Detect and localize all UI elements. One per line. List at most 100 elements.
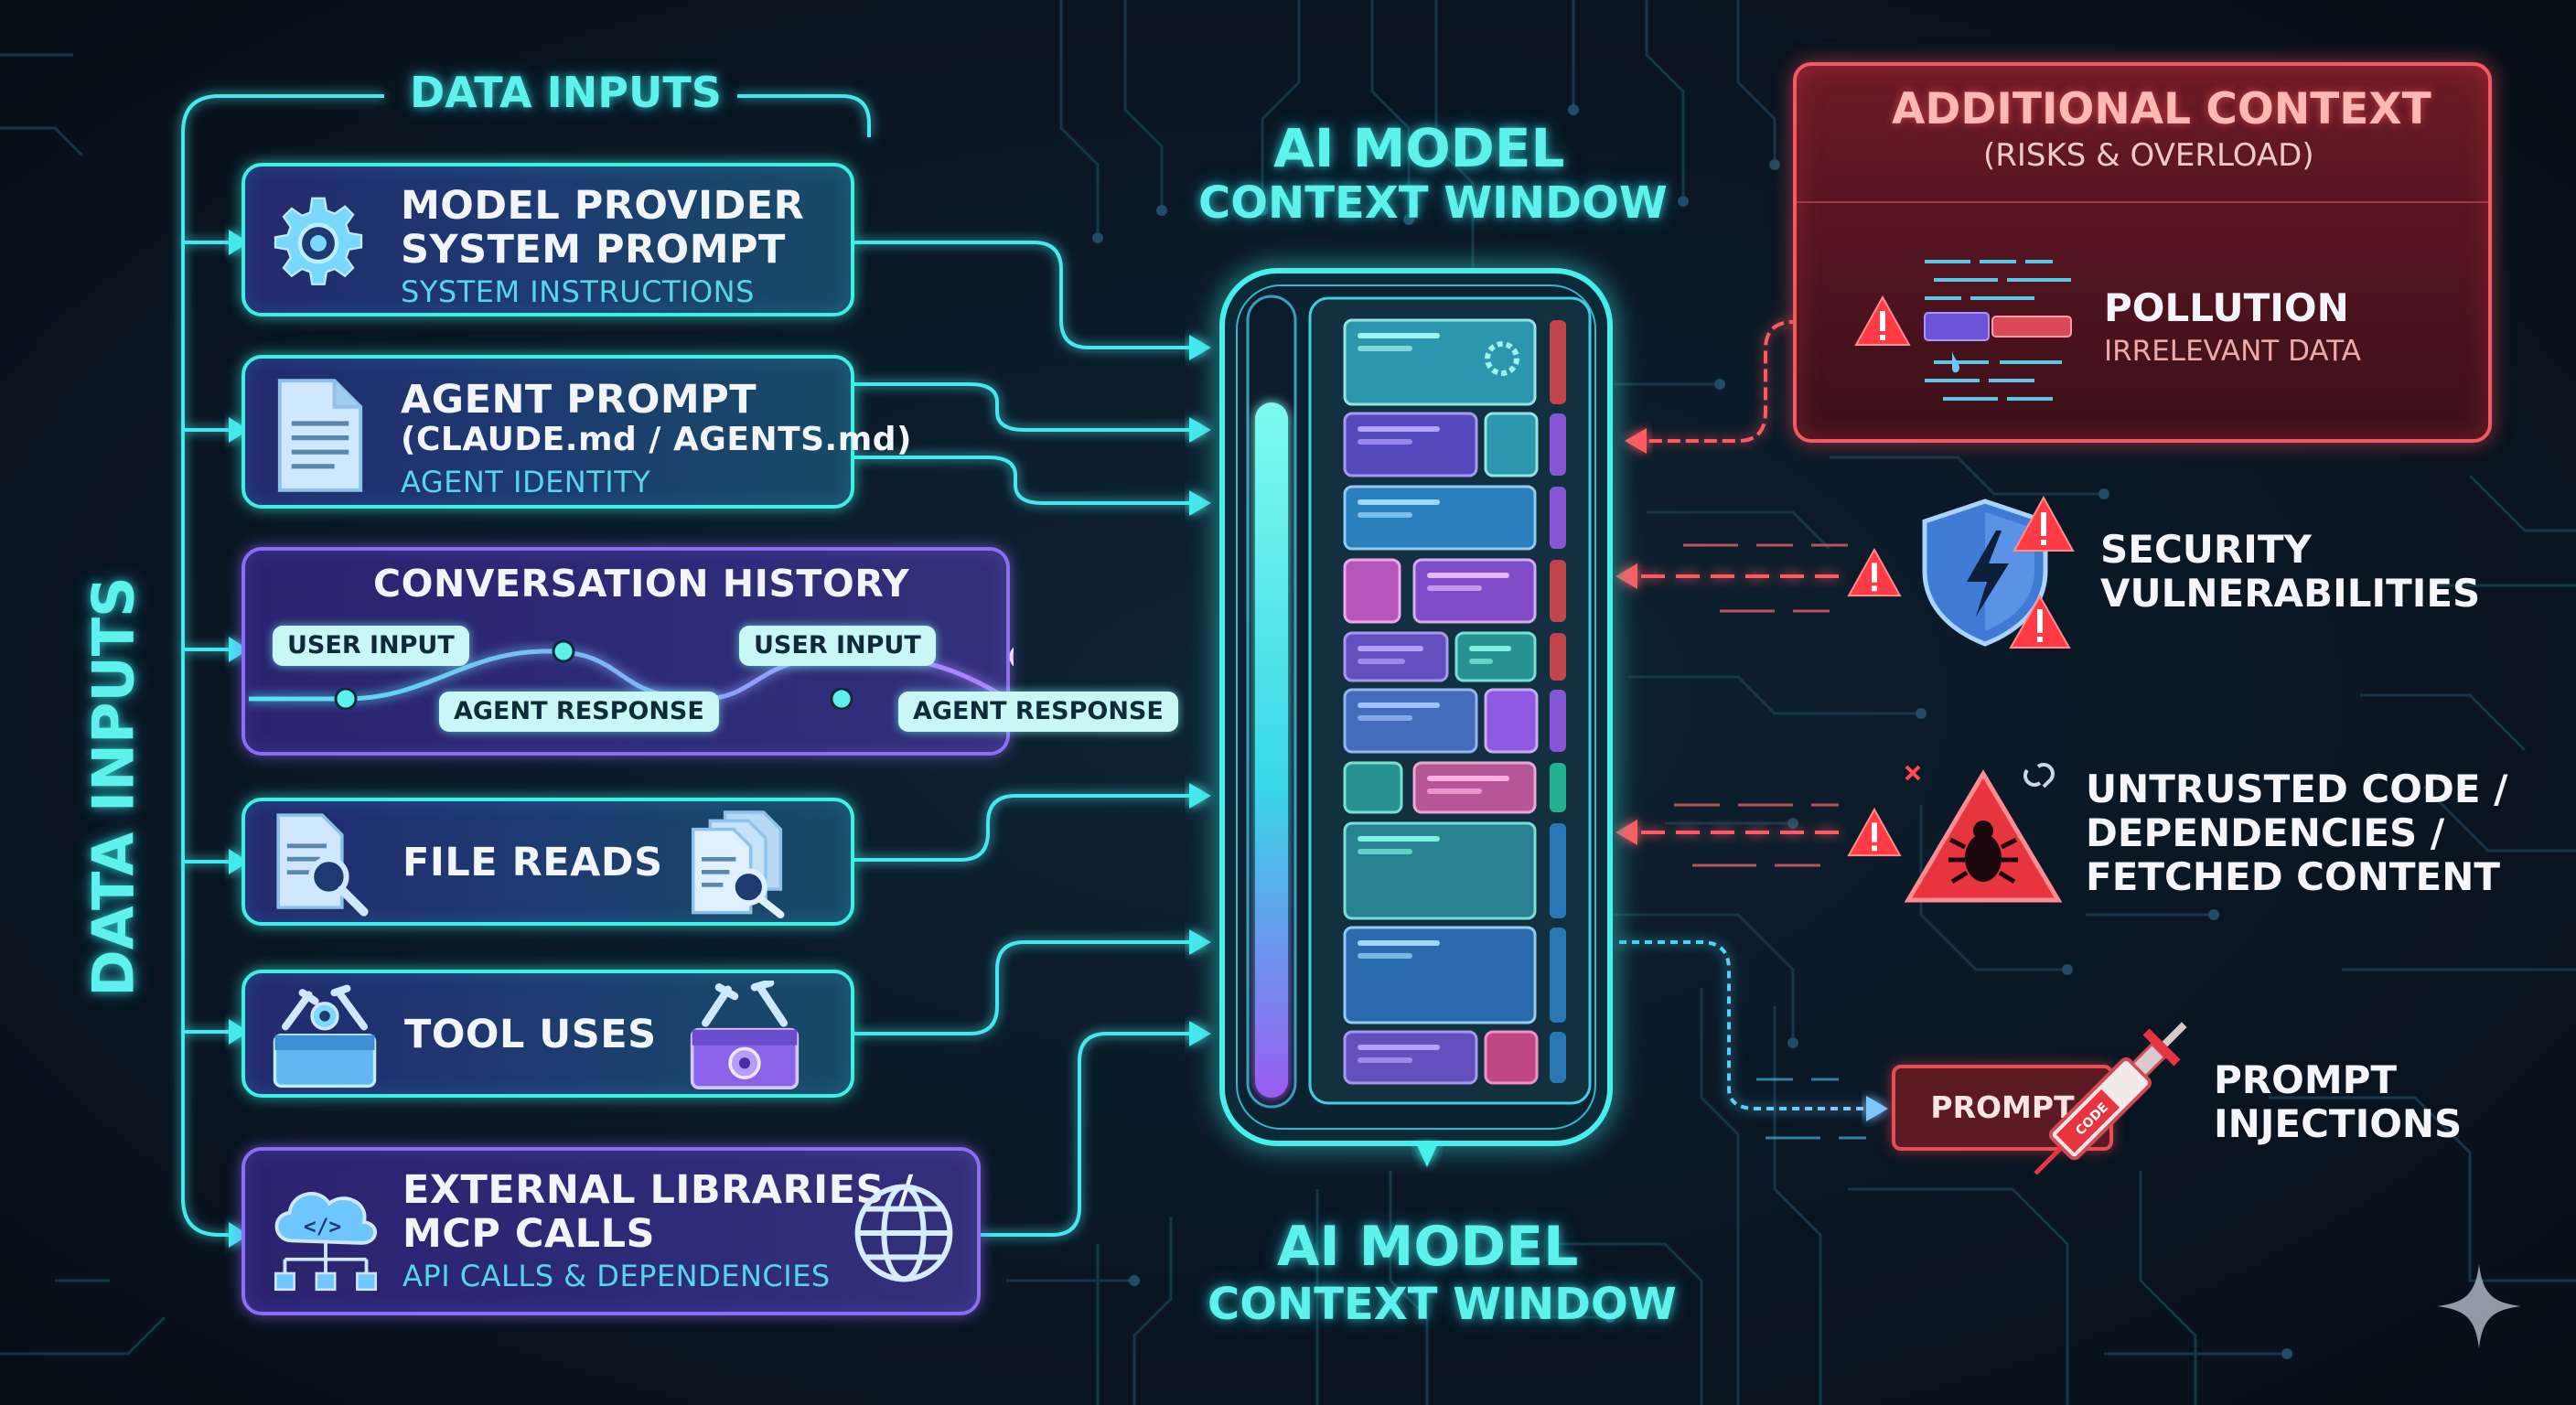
context-block bbox=[1343, 926, 1537, 1024]
context-block bbox=[1412, 761, 1537, 814]
svg-text:</>: </> bbox=[304, 1216, 341, 1239]
card-subtitle: AGENT IDENTITY bbox=[401, 465, 651, 499]
input-card-system-prompt: MODEL PROVIDER SYSTEM PROMPT SYSTEM INST… bbox=[242, 163, 854, 316]
untrusted-title-line2: DEPENDENCIES / bbox=[2086, 810, 2445, 855]
context-side-bar bbox=[1550, 633, 1566, 681]
context-window-title-top-line2: CONTEXT WINDOW bbox=[1198, 177, 1668, 229]
context-side-bar bbox=[1550, 487, 1566, 549]
context-window-title-bottom-line1: AI MODEL bbox=[1277, 1215, 1579, 1279]
additional-context-subtitle: (RISKS & OVERLOAD) bbox=[1983, 137, 2314, 174]
context-block-line bbox=[1358, 659, 1405, 664]
context-block-line bbox=[1358, 940, 1440, 946]
context-block bbox=[1484, 1030, 1539, 1085]
card-title-line2: (CLAUDE.md / AGENTS.md) bbox=[401, 421, 912, 458]
context-block-line bbox=[1427, 573, 1509, 578]
pill-agent-response: AGENT RESPONSE bbox=[439, 692, 719, 732]
data-inputs-label: DATA INPUTS bbox=[410, 68, 722, 117]
card-title: TOOL USES bbox=[404, 1012, 657, 1057]
additional-context-title: ADDITIONAL CONTEXT bbox=[1892, 84, 2431, 134]
toolbox-icon bbox=[681, 979, 809, 1096]
card-title-line2: SYSTEM PROMPT bbox=[401, 227, 786, 273]
context-block bbox=[1454, 631, 1537, 682]
card-title-line2: MCP CALLS bbox=[402, 1211, 655, 1257]
context-block-line bbox=[1427, 788, 1482, 794]
card-subtitle: SYSTEM INSTRUCTIONS bbox=[401, 274, 755, 309]
file-search-icon bbox=[271, 809, 371, 922]
card-title: CONVERSATION HISTORY bbox=[373, 562, 910, 606]
context-block-line bbox=[1427, 776, 1509, 781]
sparkle-icon bbox=[2433, 1260, 2525, 1356]
pill-user-input: USER INPUT bbox=[739, 626, 936, 666]
context-window-title-bottom-line2: CONTEXT WINDOW bbox=[1208, 1279, 1677, 1330]
additional-context-panel: ADDITIONAL CONTEXT (RISKS & OVERLOAD) bbox=[1793, 62, 2492, 443]
context-block-line bbox=[1358, 849, 1412, 854]
bug-warning-icon bbox=[1901, 763, 2066, 913]
context-block-line bbox=[1358, 1045, 1440, 1050]
input-card-tool-uses: TOOL USES bbox=[242, 970, 854, 1098]
card-subtitle: API CALLS & DEPENDENCIES bbox=[402, 1259, 831, 1293]
card-title-line1: EXTERNAL LIBRARIES / bbox=[402, 1167, 914, 1213]
security-title-line2: VULNERABILITIES bbox=[2100, 571, 2481, 616]
pill-agent-response: AGENT RESPONSE bbox=[898, 692, 1178, 732]
context-window-device bbox=[1219, 268, 1613, 1146]
security-title-line1: SECURITY bbox=[2100, 527, 2312, 572]
warning-icon bbox=[1853, 295, 1912, 351]
context-side-bar bbox=[1550, 1032, 1566, 1083]
context-block-line bbox=[1358, 953, 1412, 959]
context-block-line bbox=[1469, 659, 1493, 664]
context-block-line bbox=[1358, 702, 1440, 708]
context-block bbox=[1484, 688, 1539, 754]
context-window-title-top-line1: AI MODEL bbox=[1273, 117, 1565, 179]
context-side-bar bbox=[1550, 928, 1566, 1023]
context-block-line bbox=[1358, 499, 1440, 505]
input-card-file-reads: FILE READS bbox=[242, 798, 854, 926]
pollution-title: POLLUTION bbox=[2104, 285, 2349, 330]
card-title: FILE READS bbox=[402, 840, 663, 885]
context-block-line bbox=[1469, 646, 1511, 651]
context-block-line bbox=[1358, 333, 1440, 338]
context-block-line bbox=[1358, 715, 1412, 721]
context-side-bar bbox=[1550, 690, 1566, 752]
card-title-line1: AGENT PROMPT bbox=[401, 377, 757, 423]
input-card-agent-prompt: AGENT PROMPT (CLAUDE.md / AGENTS.md) AGE… bbox=[242, 355, 911, 509]
context-block bbox=[1343, 558, 1401, 624]
context-block-line bbox=[1358, 512, 1412, 518]
context-side-bar bbox=[1550, 413, 1566, 476]
pill-user-input: USER INPUT bbox=[273, 626, 469, 666]
warning-icon bbox=[1846, 547, 1903, 602]
context-block-line bbox=[1358, 836, 1440, 842]
document-icon bbox=[273, 375, 368, 499]
context-block bbox=[1343, 761, 1403, 814]
file-search-icon bbox=[682, 807, 810, 924]
toolbox-icon bbox=[265, 984, 384, 1094]
context-block-line bbox=[1358, 646, 1423, 651]
untrusted-title-line1: UNTRUSTED CODE / bbox=[2086, 767, 2508, 811]
context-block bbox=[1343, 631, 1449, 682]
syringe-icon: CODE bbox=[2003, 986, 2223, 1209]
context-block bbox=[1343, 821, 1537, 920]
data-inputs-vertical-label: DATA INPUTS bbox=[80, 576, 147, 997]
globe-icon bbox=[849, 1178, 959, 1292]
polluted-data-icon bbox=[1916, 249, 2080, 417]
input-card-external-libraries: </> EXTERNAL LIBRARIES / MCP CALLS API C… bbox=[242, 1147, 981, 1315]
context-block bbox=[1484, 412, 1539, 477]
injection-title-line2: INJECTIONS bbox=[2214, 1101, 2463, 1146]
context-block-line bbox=[1358, 426, 1440, 432]
pollution-subtitle: IRRELEVANT DATA bbox=[2104, 335, 2361, 368]
shield-lightning-icon bbox=[1912, 494, 2077, 653]
injection-title-line1: PROMPT bbox=[2214, 1057, 2398, 1102]
untrusted-title-line3: FETCHED CONTENT bbox=[2086, 854, 2500, 899]
cloud-network-icon: </> bbox=[262, 1171, 390, 1303]
divider bbox=[1797, 201, 2488, 203]
card-title-line1: MODEL PROVIDER bbox=[401, 183, 805, 229]
warning-icon bbox=[1846, 807, 1903, 862]
context-side-bar bbox=[1550, 763, 1566, 812]
context-block-line bbox=[1358, 439, 1412, 445]
input-card-conversation-history: CONVERSATION HISTORY USER INPUT AGENT RE… bbox=[242, 547, 1178, 756]
context-side-bar bbox=[1550, 823, 1566, 918]
context-side-bar bbox=[1550, 560, 1566, 622]
context-side-bar bbox=[1550, 320, 1566, 404]
gear-icon bbox=[267, 192, 370, 298]
